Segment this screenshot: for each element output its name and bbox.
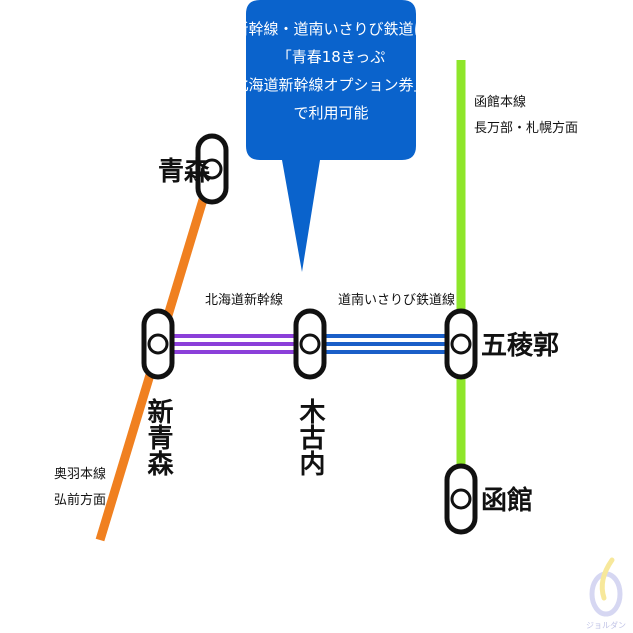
callout-line-1: 新幹線・道南いさりび鉄道は — [233, 20, 428, 38]
station-marker-goryokaku — [444, 308, 478, 380]
callout-bubble: 新幹線・道南いさりび鉄道は 「青春18きっぷ 北海道新幹線オプション券」 で利用… — [233, 0, 429, 272]
callout-line-2: 「青春18きっぷ — [277, 48, 386, 66]
ou-main-label-2: 弘前方面 — [54, 492, 106, 508]
station-name-kikonai: 木古内 — [295, 398, 326, 476]
shinkansen-line — [158, 334, 310, 354]
isaribi-line — [310, 334, 461, 354]
station-marker-shin-aomori — [141, 308, 175, 380]
station-marker-aomori — [195, 133, 229, 205]
hakodate-main-label-1: 函館本線 — [474, 94, 526, 110]
station-name-shin-aomori: 新青森 — [143, 397, 173, 476]
jorudan-logo-text: ジョルダン — [586, 620, 626, 630]
hakodate-main-label-2: 長万部・札幌方面 — [474, 120, 578, 136]
station-name-aomori: 青森 — [158, 157, 211, 187]
station-name-goryokaku: 五稜郭 — [481, 331, 559, 361]
station-marker-kikonai — [293, 308, 327, 380]
callout-line-3: 北海道新幹線オプション券」 — [233, 76, 428, 94]
isaribi-label: 道南いさりび鉄道線 — [338, 292, 455, 308]
shinkansen-label: 北海道新幹線 — [205, 292, 283, 308]
jorudan-logo: ジョルダン — [586, 557, 626, 630]
station-marker-hakodate — [444, 463, 478, 535]
station-name-hakodate: 函館 — [481, 485, 533, 516]
callout-line-4: で利用可能 — [293, 104, 368, 122]
ou-main-label-1: 奥羽本線 — [54, 466, 106, 482]
